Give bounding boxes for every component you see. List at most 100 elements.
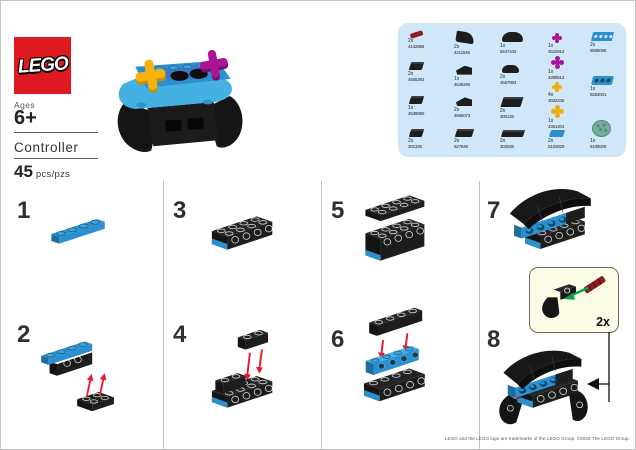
callout-connector-arrow [587, 332, 610, 402]
green-arrow-icon [563, 286, 590, 300]
divider-rule [14, 158, 98, 159]
part-qty: 2x [408, 138, 414, 144]
part-qty: 1x [548, 118, 554, 124]
parts-column: 2x 6556096 1x 6253001 1x 6108828 [590, 32, 624, 149]
part-number: 4211546 [454, 50, 470, 55]
step-number-3: 3 [173, 197, 187, 224]
part-qty: 1x [590, 86, 596, 92]
part-item: 2x 6102829 [548, 130, 566, 149]
part-thumb-black-wedge [456, 65, 472, 75]
part-thumb-black-brick [408, 95, 425, 104]
part-number: 627949 [454, 143, 468, 149]
part-number: 6556096 [590, 48, 607, 53]
part-item: 2x 4565073 [454, 97, 472, 118]
part-item: 1x 4399514 [548, 55, 564, 80]
part-thumb-black-brick-1x4 [500, 96, 524, 107]
part-qty: 1x [590, 138, 596, 144]
step-3-illustration [205, 207, 287, 262]
part-item: 1x 4546266 [454, 65, 472, 87]
controller-illustration [117, 49, 243, 153]
red-bar-icon [583, 276, 606, 294]
column-divider [321, 181, 322, 449]
part-item: 1x 4539880 [408, 95, 425, 116]
part-thumb-red-bar [409, 30, 424, 39]
part-thumb-azure-side-stud-brick [590, 32, 615, 41]
part-item: 2x 300126 [500, 96, 524, 119]
grip-subassembly-illustration [542, 276, 606, 319]
parts-column: 2x 4142865 2x 4565393 1x 4539880 2x 3013… [408, 30, 450, 149]
part-qty: 1x [548, 69, 554, 75]
part-number: 4565393 [408, 77, 425, 82]
part-qty: 2x [590, 42, 596, 48]
part-number: 4502236 [548, 98, 565, 103]
step-number-8: 8 [487, 326, 501, 353]
azure-side-studs [518, 377, 558, 394]
step-number-6: 6 [331, 326, 345, 353]
part-number: 4539880 [408, 110, 425, 116]
part-thumb-black-plate-2x4 [500, 129, 526, 137]
part-number: 5447443 [500, 49, 517, 54]
step-number-1: 1 [17, 197, 31, 224]
part-qty: 2x [408, 37, 414, 44]
part-thumb-yellow-flower [555, 85, 559, 89]
part-qty: 2x [500, 107, 506, 114]
part-number: 6108828 [590, 144, 607, 149]
part-thumb-black-plate [454, 128, 475, 137]
part-thumb-magenta-flower [555, 36, 559, 40]
part-number: 4546266 [454, 81, 471, 87]
part-number: 6102829 [548, 144, 565, 149]
step-number-2: 2 [17, 321, 31, 348]
lego-logo: LEGO [14, 37, 71, 94]
part-qty: 1x [548, 43, 554, 49]
step-number-4: 4 [173, 321, 187, 348]
part-item: 2x 301326 [408, 129, 425, 149]
part-number: 4399514 [548, 75, 565, 80]
part-item: 1x 4361204 [548, 104, 564, 129]
part-qty: 2x [454, 137, 460, 144]
parts-inventory-box: 2x 4142865 2x 4565393 1x 4539880 2x 3013… [398, 23, 626, 157]
step-number-7: 7 [487, 197, 501, 224]
part-qty: 1x [500, 43, 506, 49]
parts-column: 1x 4522914 1x 4399514 4x 4502236 1x 4361… [548, 32, 586, 149]
part-thumb-azure-technic-brick [590, 76, 615, 85]
part-number: 6253001 [590, 92, 607, 97]
step-2-illustration [37, 339, 129, 428]
part-item: 2x 4565393 [408, 62, 424, 82]
part-item: 2x 302026 [500, 129, 526, 149]
part-item: 1x 6253001 [590, 76, 615, 97]
part-item: 2x 4211546 [454, 30, 475, 55]
part-number: 300126 [500, 113, 514, 119]
ages-value: 6+ [14, 107, 37, 129]
part-qty: 1x [454, 75, 460, 82]
part-number: 4361204 [548, 124, 565, 129]
part-number: 4522914 [548, 49, 565, 54]
part-qty: 2x [454, 44, 460, 50]
part-qty: 4x [548, 92, 554, 98]
azure-side-studs [525, 216, 567, 234]
lego-logo-text: LEGO [16, 52, 69, 78]
red-arrow-icon [243, 349, 263, 381]
part-thumb-black-curved-slope-small [502, 65, 519, 74]
part-qty: 1x [408, 104, 414, 111]
red-arrow-icon [86, 373, 107, 397]
divider-rule [14, 132, 98, 133]
part-thumb-azure-plate [548, 130, 566, 137]
part-item: 2x 4567993 [500, 65, 519, 85]
callout-count-label: 2x [596, 315, 610, 329]
parts-column: 1x 5447443 2x 4567993 2x 300126 2x 30202… [500, 32, 542, 149]
part-item: 1x 6108828 [590, 120, 611, 149]
part-number: 301326 [408, 144, 422, 149]
part-thumb-yellow-flower [555, 109, 560, 114]
part-qty: 2x [500, 74, 506, 81]
part-item: 2x 6556096 [590, 32, 615, 53]
step-number-5: 5 [331, 197, 345, 224]
part-item: 2x 4142865 [408, 30, 424, 49]
part-thumb-black-curved-slope [502, 32, 523, 42]
model-name: Controller [14, 140, 79, 155]
part-number: 4567993 [500, 80, 517, 86]
part-thumb-teal-round-plate [592, 120, 611, 137]
controller-hero-image [89, 37, 265, 167]
part-item: 2x 627949 [454, 128, 475, 149]
